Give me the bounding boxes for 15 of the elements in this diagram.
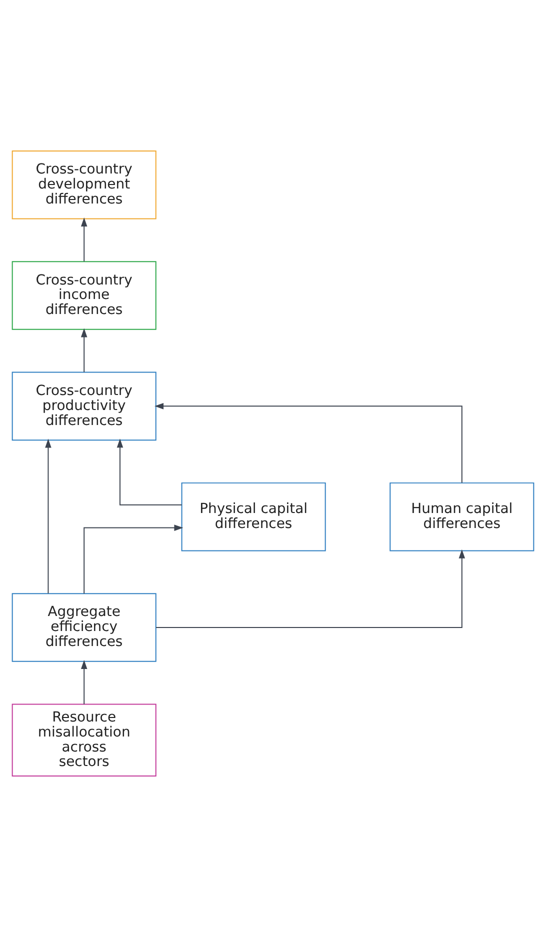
arrow <box>154 403 462 484</box>
node-box: Human capital differences <box>390 482 534 552</box>
arrow <box>84 524 184 594</box>
arrow <box>156 549 466 628</box>
arrow <box>45 438 52 594</box>
arrow <box>116 438 182 506</box>
arrow <box>80 218 88 262</box>
arrow <box>80 660 88 705</box>
node-box: Physical capital differences <box>181 482 326 552</box>
node-box: Cross-country productivity differences <box>12 372 156 441</box>
arrow <box>80 328 88 373</box>
node-box: Cross-country development differences <box>12 150 156 220</box>
node-box: Cross-country income differences <box>12 261 156 330</box>
node-box: Aggregate efficiency differences <box>12 593 156 662</box>
node-box: Resource misallocation across sectors <box>12 704 156 777</box>
